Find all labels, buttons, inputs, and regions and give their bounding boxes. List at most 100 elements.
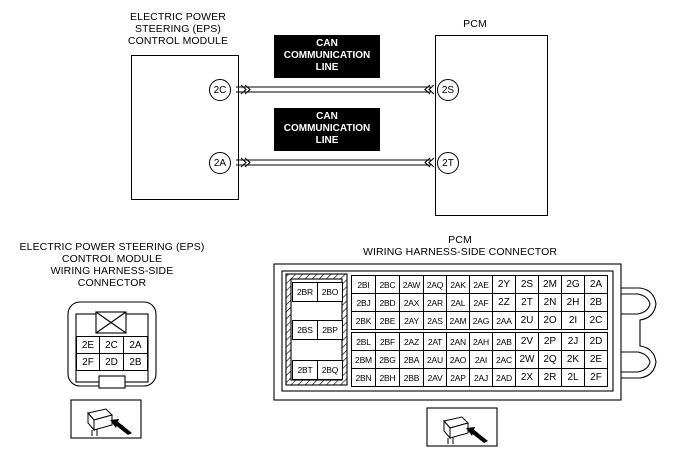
pcm-pin-cell: 2Q (538, 350, 562, 369)
pcm-pin-cell: 2AU (423, 350, 447, 369)
eps-connector-title: ELECTRIC POWER STEERING (EPS) CONTROL MO… (0, 241, 224, 289)
pcm-pin-cell: 2AB (492, 332, 516, 351)
eps-pin-2e: 2E (76, 336, 100, 354)
pcm-pin-cell: 2AK (446, 275, 470, 294)
pcm-pin-cell: 2W (515, 350, 539, 369)
pcm-pin-cell: 2U (515, 311, 539, 330)
pcm-pin-cell: 2O (538, 311, 562, 330)
pcm-side-pin: 2BQ (317, 360, 343, 380)
pcm-pin-cell: 2BN (351, 368, 376, 387)
pcm-side-pin: 2BT (292, 360, 318, 380)
can-line-label: CAN COMMUNICATION LINE (274, 108, 380, 151)
pcm-pin-cell: 2X (515, 368, 539, 387)
pcm-pin-cell: 2N (538, 293, 562, 312)
pcm-pin-cell: 2AP (446, 368, 470, 387)
eps-pin-2f: 2F (76, 353, 100, 371)
eps-module-title-line: ELECTRIC POWER (130, 11, 226, 23)
pcm-pin-cell: 2I (561, 311, 585, 330)
pcm-box (435, 35, 548, 216)
pcm-pin-cell: 2AT (423, 332, 447, 351)
pcm-pin-cell: 2BB (399, 368, 424, 387)
pcm-pin-cell: 2AL (446, 293, 470, 312)
can-wires (236, 84, 435, 168)
pcm-pin-cell: 2AN (446, 332, 470, 351)
pcm-pin-cell: 2AD (492, 368, 516, 387)
can-line-text: LINE (315, 62, 339, 73)
pcm-pin-cell: 2AQ (423, 275, 447, 294)
pcm-pin-cell: 2AE (469, 275, 493, 294)
pcm-pin-cell: 2AA (492, 311, 516, 330)
pcm-pin-cell: 2BG (375, 350, 400, 369)
pcm-pin-cell: 2P (538, 332, 562, 351)
pcm-pin-cell: 2AM (446, 311, 470, 330)
pcm-pin-cell: 2Y (492, 275, 516, 294)
pcm-side-pin: 2BP (317, 320, 343, 340)
pcm-pin-cell: 2AV (423, 368, 447, 387)
pin-2t-circle: 2T (437, 152, 459, 174)
pcm-connector-title-line: PCM (448, 234, 472, 246)
pcm-pin-cell: 2BI (351, 275, 376, 294)
pcm-pin-cell: 2T (515, 293, 539, 312)
pcm-title: PCM (463, 18, 487, 30)
pcm-pin-cell: 2K (561, 350, 585, 369)
can-line-text: COMMUNICATION (283, 123, 371, 134)
pcm-pin-cell: 2G (561, 275, 585, 294)
pin-2a-circle: 2A (209, 152, 231, 174)
pcm-pin-cell: 2BL (351, 332, 376, 351)
pcm-pin-cell: 2AY (399, 311, 424, 330)
pcm-pin-cell: 2V (515, 332, 539, 351)
pcm-pin-cell: 2AW (399, 275, 424, 294)
pcm-pin-cell: 2AX (399, 293, 424, 312)
pcm-pin-cell: 2AR (423, 293, 447, 312)
eps-pin-2d: 2D (99, 353, 124, 371)
pcm-pin-cell: 2AI (469, 350, 493, 369)
eps-module-title: ELECTRIC POWER STEERING (EPS) CONTROL MO… (108, 11, 248, 47)
pcm-pin-cell: 2BF (375, 332, 400, 351)
eps-module-title-line: STEERING (EPS) (135, 23, 221, 35)
pcm-side-pin: 2BS (292, 320, 318, 340)
pcm-pin-cell: 2BD (375, 293, 400, 312)
eps-pin-2b: 2B (123, 353, 148, 371)
pcm-pin-cell: 2BA (399, 350, 424, 369)
eps-connector-title-line: CONNECTOR (77, 277, 147, 289)
pcm-pin-cell: 2BC (375, 275, 400, 294)
pcm-pin-cell: 2AJ (469, 368, 493, 387)
connector-plug-icon (426, 407, 498, 447)
can-line-text: LINE (315, 135, 339, 146)
pcm-pin-cell: 2H (561, 293, 585, 312)
pcm-pin-cell: 2AS (423, 311, 447, 330)
pcm-pin-cell: 2Z (492, 293, 516, 312)
pcm-side-pin: 2BO (317, 282, 343, 302)
pcm-pin-cell: 2BM (351, 350, 376, 369)
pcm-pin-cell: 2AC (492, 350, 516, 369)
pcm-pin-cell: 2AO (446, 350, 470, 369)
can-line-text: CAN (316, 111, 338, 122)
eps-pin-2a: 2A (123, 336, 148, 354)
pcm-pin-cell: 2L (561, 368, 585, 387)
pcm-pin-cell: 2AH (469, 332, 493, 351)
pcm-pin-cell: 2AZ (399, 332, 424, 351)
pcm-pin-cell: 2F (584, 368, 608, 387)
can-line-text: COMMUNICATION (283, 50, 371, 61)
pcm-pin-cell: 2B (584, 293, 608, 312)
eps-connector-title-line: WIRING HARNESS-SIDE (50, 265, 174, 277)
pcm-pin-cell: 2M (538, 275, 562, 294)
pcm-pin-cell: 2AF (469, 293, 493, 312)
eps-pin-2c: 2C (99, 336, 124, 354)
pcm-pin-cell: 2BJ (351, 293, 376, 312)
eps-module-title-line: CONTROL MODULE (127, 35, 229, 47)
pcm-pin-cell: 2BK (351, 311, 376, 330)
pcm-pin-cell: 2R (538, 368, 562, 387)
pcm-pin-cell: 2BE (375, 311, 400, 330)
eps-connector-title-line: ELECTRIC POWER STEERING (EPS) (19, 241, 205, 253)
eps-connector-title-line: CONTROL MODULE (61, 253, 163, 265)
pcm-pin-cell: 2AG (469, 311, 493, 330)
pcm-side-pin: 2BR (292, 282, 318, 302)
pcm-pin-cell: 2S (515, 275, 539, 294)
can-line-text: CAN (316, 38, 338, 49)
pcm-pin-cell: 2C (584, 311, 608, 330)
pin-2s-circle: 2S (437, 79, 459, 101)
pcm-pin-cell: 2BH (375, 368, 400, 387)
pcm-pin-cell: 2A (584, 275, 608, 294)
can-line-label: CAN COMMUNICATION LINE (274, 35, 380, 78)
